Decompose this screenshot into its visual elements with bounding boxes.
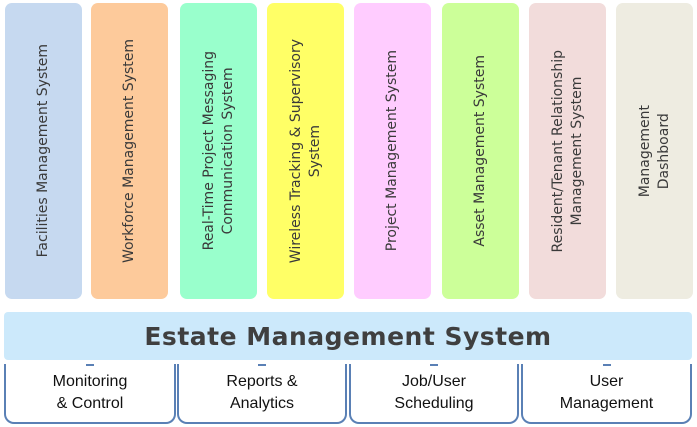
function-box: Reports & Analytics <box>177 364 347 424</box>
function-box: Monitoring & Control <box>4 364 176 424</box>
module-block: Project Management System <box>354 3 431 299</box>
module-block: Real-Time Project Messaging Communicatio… <box>180 3 257 299</box>
core-system-title: Estate Management System <box>144 321 552 351</box>
module-label: Real-Time Project Messaging Communicatio… <box>200 51 236 251</box>
module-block: Asset Management System <box>442 3 519 299</box>
module-block: Management Dashboard <box>616 3 693 299</box>
module-label: Management Dashboard <box>636 104 672 198</box>
module-label: Asset Management System <box>472 55 488 247</box>
function-label: User Management <box>559 373 654 412</box>
function-box: Job/User Scheduling <box>349 364 519 424</box>
function-box: User Management <box>521 364 692 424</box>
module-label: Wireless Tracking & Supervisory System <box>287 38 323 264</box>
module-label: Project Management System <box>384 50 400 252</box>
function-label: Job/User Scheduling <box>394 373 474 412</box>
module-block: Workforce Management System <box>91 3 168 299</box>
function-label: Reports & Analytics <box>226 373 298 412</box>
module-block: Wireless Tracking & Supervisory System <box>267 3 344 299</box>
function-label: Monitoring & Control <box>52 373 128 412</box>
module-block: Resident/Tenant Relationship Management … <box>529 3 606 299</box>
module-label: Resident/Tenant Relationship Management … <box>549 49 585 253</box>
module-label: Workforce Management System <box>121 38 137 264</box>
core-system-banner: Estate Management System <box>4 312 692 360</box>
module-label: Facilities Management System <box>35 44 51 258</box>
module-block: Facilities Management System <box>5 3 82 299</box>
